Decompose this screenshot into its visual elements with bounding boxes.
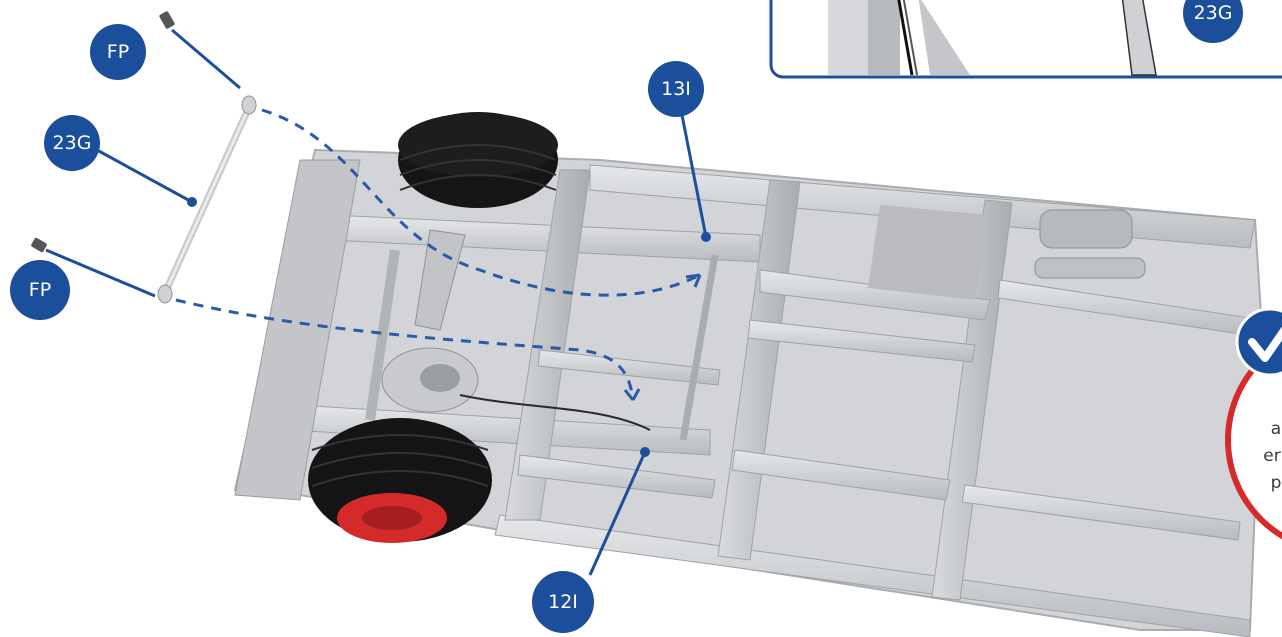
rear-wheel-bottom	[308, 418, 492, 543]
svg-text:er: er	[1263, 446, 1280, 466]
leader-lines	[45, 28, 711, 576]
screw-bottom	[31, 237, 47, 253]
badge-23g: 23G	[44, 115, 100, 171]
svg-text:FP: FP	[29, 279, 51, 301]
inset-panel	[769, 0, 1282, 79]
svg-text:a: a	[1271, 419, 1281, 439]
rear-wheel-top	[398, 112, 558, 208]
badge-13i: 13I	[648, 61, 704, 117]
badge-12i: 12I	[532, 571, 594, 633]
svg-text:12I: 12I	[548, 591, 578, 613]
dashed-path-upper	[261, 108, 702, 297]
note-bubble: a er p	[1225, 340, 1282, 540]
screw-top	[159, 11, 175, 29]
dashed-path-lower	[175, 298, 641, 401]
stabilizer-bar	[157, 95, 257, 304]
checkmark-icon	[1235, 307, 1282, 377]
svg-text:p: p	[1271, 473, 1282, 493]
svg-text:FP: FP	[107, 41, 129, 63]
badge-inset-23g: 23G	[1183, 0, 1243, 43]
badge-fp-bottom: FP	[10, 260, 70, 320]
chassis-frame	[233, 148, 1264, 637]
badge-fp-top: FP	[90, 24, 146, 80]
svg-text:13I: 13I	[661, 78, 691, 100]
svg-text:23G: 23G	[53, 132, 92, 154]
svg-text:23G: 23G	[1194, 2, 1233, 24]
